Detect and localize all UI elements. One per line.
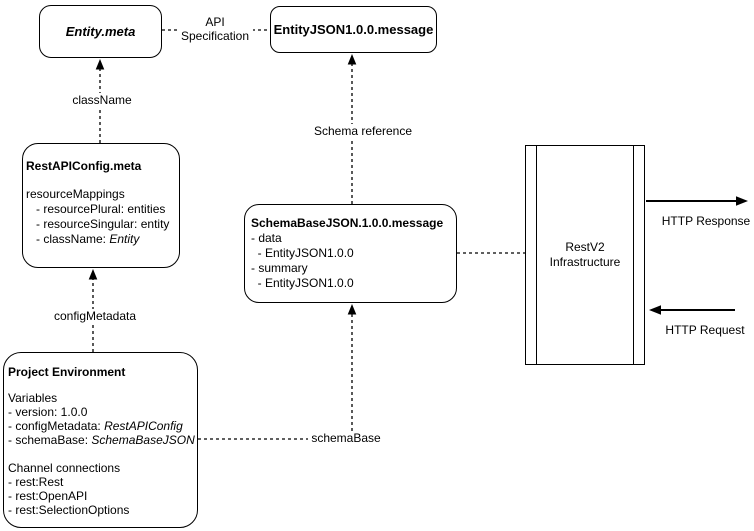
project-env-line: - rest:SelectionOptions xyxy=(8,503,130,517)
project-env-line: - schemaBase: SchemaBaseJSON xyxy=(8,433,195,447)
node-entity-meta: Entity.meta xyxy=(39,5,162,58)
node-project-environment: Project Environment Variables - version:… xyxy=(3,352,198,528)
edge-label-schema-reference: Schema reference xyxy=(301,124,425,138)
schema-base-line: - data xyxy=(251,231,282,245)
api-spec-line1: API xyxy=(205,15,225,29)
schema-base-line: - EntityJSON1.0.0 xyxy=(251,246,354,260)
rest-api-config-line: - resourceSingular: entity xyxy=(26,217,170,231)
schema-base-line: - summary xyxy=(251,261,308,275)
entity-meta-title: Entity.meta xyxy=(65,24,136,39)
project-env-line: - rest:Rest xyxy=(8,475,64,489)
project-env-line: Channel connections xyxy=(8,461,121,475)
rest-api-config-line: - resourcePlural: entities xyxy=(26,202,166,216)
rest-api-config-line: - className: Entity xyxy=(26,232,140,246)
rest-api-config-title: RestAPIConfig.meta xyxy=(26,159,142,173)
node-entity-json-message: EntityJSON1.0.0.message xyxy=(270,6,437,53)
project-env-line xyxy=(8,447,195,461)
rest-api-config-line: resourceMappings xyxy=(26,187,125,201)
project-env-line: - version: 1.0.0 xyxy=(8,405,88,419)
entity-json-title: EntityJSON1.0.0.message xyxy=(273,22,434,37)
project-env-title: Project Environment xyxy=(8,365,126,379)
project-env-line: - configMetadata: RestAPIConfig xyxy=(8,419,183,433)
edge-label-config-metadata: configMetadata xyxy=(49,309,141,323)
spacer xyxy=(26,174,177,187)
arrowhead-config-metadata-up xyxy=(88,269,98,280)
edge-label-classname: className xyxy=(61,93,143,107)
arrowhead-schemabase-up xyxy=(347,304,357,315)
api-spec-line2: Specification xyxy=(180,29,250,43)
restv2-right-bar xyxy=(633,146,634,364)
edge-label-api-specification: API Specification xyxy=(177,15,253,43)
edge-label-http-request: HTTP Request xyxy=(665,323,745,337)
node-restv2-infrastructure: RestV2 Infrastructure xyxy=(525,145,645,365)
arrowhead-http-response-right xyxy=(736,196,748,206)
restv2-left-bar xyxy=(536,146,537,364)
edge-label-http-response: HTTP Response xyxy=(661,214,751,228)
project-env-line: Variables xyxy=(8,391,58,405)
edge-schemabase xyxy=(198,314,353,440)
restv2-label: RestV2 Infrastructure xyxy=(549,240,621,269)
project-env-line: - rest:OpenAPI xyxy=(8,489,88,503)
arrowhead-classname-up xyxy=(95,59,105,70)
node-schema-base-json-message: SchemaBaseJSON.1.0.0.message - data - En… xyxy=(244,204,457,303)
schema-base-line: - EntityJSON1.0.0 xyxy=(251,276,354,290)
arrowhead-schema-reference-up xyxy=(347,54,357,65)
arrowhead-http-request-left xyxy=(649,305,661,315)
schema-base-title: SchemaBaseJSON.1.0.0.message xyxy=(251,216,444,230)
spacer xyxy=(8,379,195,391)
node-rest-api-config: RestAPIConfig.meta resourceMappings - re… xyxy=(22,143,180,268)
edge-label-schemabase: schemaBase xyxy=(308,431,384,445)
